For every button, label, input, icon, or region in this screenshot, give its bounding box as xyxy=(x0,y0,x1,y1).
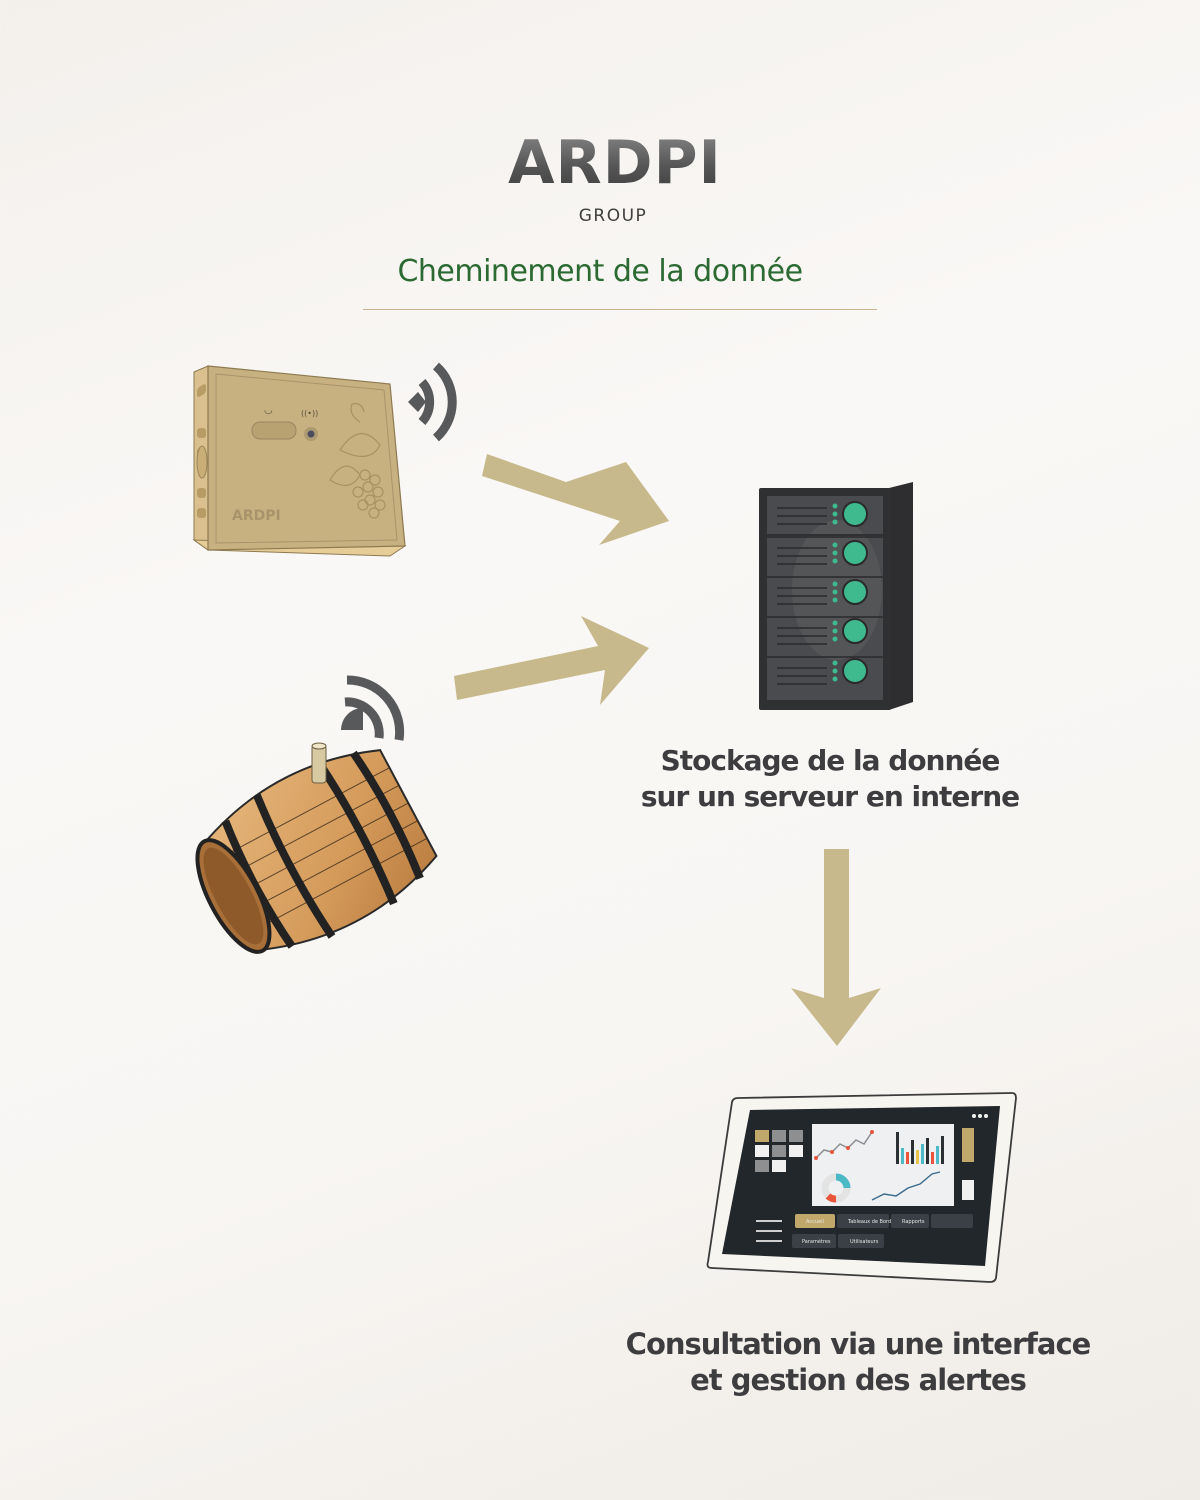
wifi-signal-icon xyxy=(408,362,457,442)
server-rack-icon xyxy=(759,482,913,710)
tablet-dashboard-icon: Accueil Tableaux de Bord Rapports Paramè… xyxy=(706,1092,1017,1283)
server-led xyxy=(842,658,868,684)
page-title: Cheminement de la donnée xyxy=(397,254,803,289)
server-led xyxy=(842,501,868,527)
menu-item-parametres: Paramètres xyxy=(802,1238,831,1245)
server-led xyxy=(842,618,868,644)
logo-wordmark: ARDPI xyxy=(0,128,1200,198)
sensor-box-label: ARDPI xyxy=(232,508,281,524)
server-caption-line1: Stockage de la donnée xyxy=(660,744,1001,777)
svg-text:◡: ◡ xyxy=(264,405,273,416)
title-divider xyxy=(363,309,877,310)
barrel-sensor-icon xyxy=(195,742,438,954)
interface-caption-line1: Consultation via une interface xyxy=(625,1327,1092,1361)
interface-caption: Consultation via une interface et gestio… xyxy=(590,1326,1126,1398)
svg-text:((•)): ((•)) xyxy=(301,409,318,418)
menu-item-tableaux-de-bord: Tableaux de Bord xyxy=(847,1219,891,1225)
server-led xyxy=(842,579,868,605)
sensor-box-icon: ◡ ((•)) ARDPI xyxy=(192,365,407,557)
arrow-head-1 xyxy=(482,454,669,545)
menu-item-accueil: Accueil xyxy=(806,1219,824,1225)
logo-subtitle: GROUP xyxy=(578,206,648,226)
menu-item-utilisateurs: Utilisateurs xyxy=(850,1239,879,1245)
wifi-signal-icon xyxy=(341,675,405,741)
server-caption: Stockage de la donnée sur un serveur en … xyxy=(600,743,1060,815)
interface-caption-line2: et gestion des alertes xyxy=(690,1363,1027,1397)
server-led xyxy=(842,540,868,566)
menu-item-rapports: Rapports xyxy=(902,1219,925,1225)
server-caption-line2: sur un serveur en interne xyxy=(640,780,1020,813)
